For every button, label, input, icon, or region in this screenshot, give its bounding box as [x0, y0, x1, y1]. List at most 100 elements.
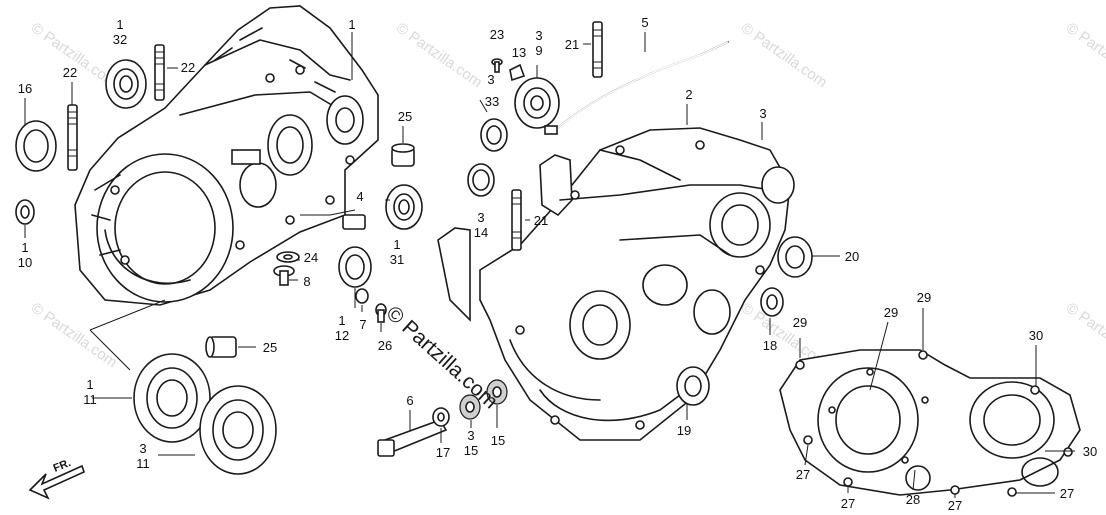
callout-label: 15 — [491, 433, 505, 448]
callout-number: 11 — [136, 456, 150, 471]
callout-number: 1 — [21, 240, 28, 255]
callout-number: 3 — [467, 428, 474, 443]
callout-label: 19 — [677, 423, 691, 438]
callout-label: 26 — [378, 338, 392, 353]
oil-seal-16 — [15, 120, 57, 172]
callout-label: 30 — [1029, 328, 1043, 343]
callout-number: 27 — [948, 498, 962, 513]
callout-label: 13 — [512, 45, 526, 60]
gear-15b — [486, 379, 508, 405]
callout-label: 1 — [348, 17, 355, 32]
bearing-14 — [467, 163, 495, 197]
callout-number: 30 — [1029, 328, 1043, 343]
callout-number: 33 — [485, 94, 499, 109]
callout-label: 3 — [759, 106, 766, 121]
callout-number: 10 — [18, 255, 32, 270]
callout-number: 9 — [535, 43, 542, 58]
callout-label: 24 — [304, 250, 318, 265]
dowel-25a — [391, 143, 415, 167]
bearing-33 — [480, 118, 508, 152]
callout-number: 30 — [1083, 444, 1097, 459]
bearing-11b — [199, 385, 277, 475]
callout-number: 3 — [759, 106, 766, 121]
callout-label: 18 — [763, 338, 777, 353]
callout-number: 3 — [535, 28, 542, 43]
cover-bolt-holes — [795, 350, 1073, 497]
callout-label: 5 — [641, 15, 648, 30]
callout-number: 15 — [491, 433, 505, 448]
watermark-text: © Partzilla.com — [28, 299, 121, 371]
shift-shaft-6 — [377, 419, 448, 457]
callout-number: 3 — [139, 441, 146, 456]
callout-number: 20 — [845, 249, 859, 264]
callout-label: 27 — [796, 467, 810, 482]
callout-label: 30 — [1083, 444, 1097, 459]
watermark-text: © Partzilla.com — [738, 19, 831, 91]
callout-label: 21 — [534, 213, 548, 228]
callout-number: 1 — [116, 17, 123, 32]
callout-number: 25 — [263, 340, 277, 355]
callout-number: 22 — [63, 65, 77, 80]
callout-number: 29 — [793, 315, 807, 330]
callout-number: 1 — [338, 313, 345, 328]
callout-number: 29 — [884, 305, 898, 320]
callout-number: 4 — [356, 189, 363, 204]
gear-15a — [459, 394, 481, 420]
callout-label: 3 — [487, 72, 494, 87]
side-cover-gasket — [779, 349, 1081, 497]
watermark-text: © Partzilla.com — [1063, 299, 1106, 371]
callout-number: 22 — [181, 60, 195, 75]
callout-number: 21 — [534, 213, 548, 228]
callout-label: 23 — [490, 27, 504, 42]
callout-number: 19 — [677, 423, 691, 438]
callout-label: 28 — [906, 492, 920, 507]
callout-label: 27 — [1060, 486, 1074, 501]
callout-number: 31 — [390, 252, 404, 267]
stud-22a — [154, 44, 165, 101]
callout-label: 29 — [884, 305, 898, 320]
callout-number: 28 — [906, 492, 920, 507]
callout-number: 27 — [796, 467, 810, 482]
callout-label: 27 — [841, 496, 855, 511]
clamp-13 — [509, 63, 526, 82]
bearing-11a — [133, 353, 211, 443]
dowel-25b — [205, 336, 237, 358]
callout-label: 8 — [303, 274, 310, 289]
callout-number: 3 — [487, 72, 494, 87]
washer-7 — [355, 288, 369, 304]
oil-seal-10 — [15, 199, 35, 225]
callout-number: 3 — [477, 210, 484, 225]
bearing-31 — [385, 184, 423, 230]
callout-label: 7 — [359, 317, 366, 332]
right-crankcase — [437, 127, 795, 441]
callout-number: 6 — [406, 393, 413, 408]
oil-seal-20 — [777, 236, 813, 278]
callout-number: 29 — [917, 290, 931, 305]
callout-number: 2 — [685, 87, 692, 102]
callout-label: 29 — [917, 290, 931, 305]
watermark-text: © Partzilla.com — [1063, 19, 1106, 91]
callout-label: 17 — [436, 445, 450, 460]
callout-label: 2 — [685, 87, 692, 102]
oil-seal-19 — [676, 366, 710, 406]
bearing-12 — [338, 246, 372, 288]
callout-number: 1 — [348, 17, 355, 32]
callout-number: 5 — [641, 15, 648, 30]
washer-17 — [432, 407, 450, 427]
callout-number: 24 — [304, 250, 318, 265]
bearing-32 — [105, 59, 147, 109]
plug-26 — [375, 303, 387, 323]
watermark-text: © Partzilla.com — [393, 19, 486, 91]
callout-number: 14 — [474, 225, 488, 240]
callout-number: 11 — [83, 392, 97, 407]
